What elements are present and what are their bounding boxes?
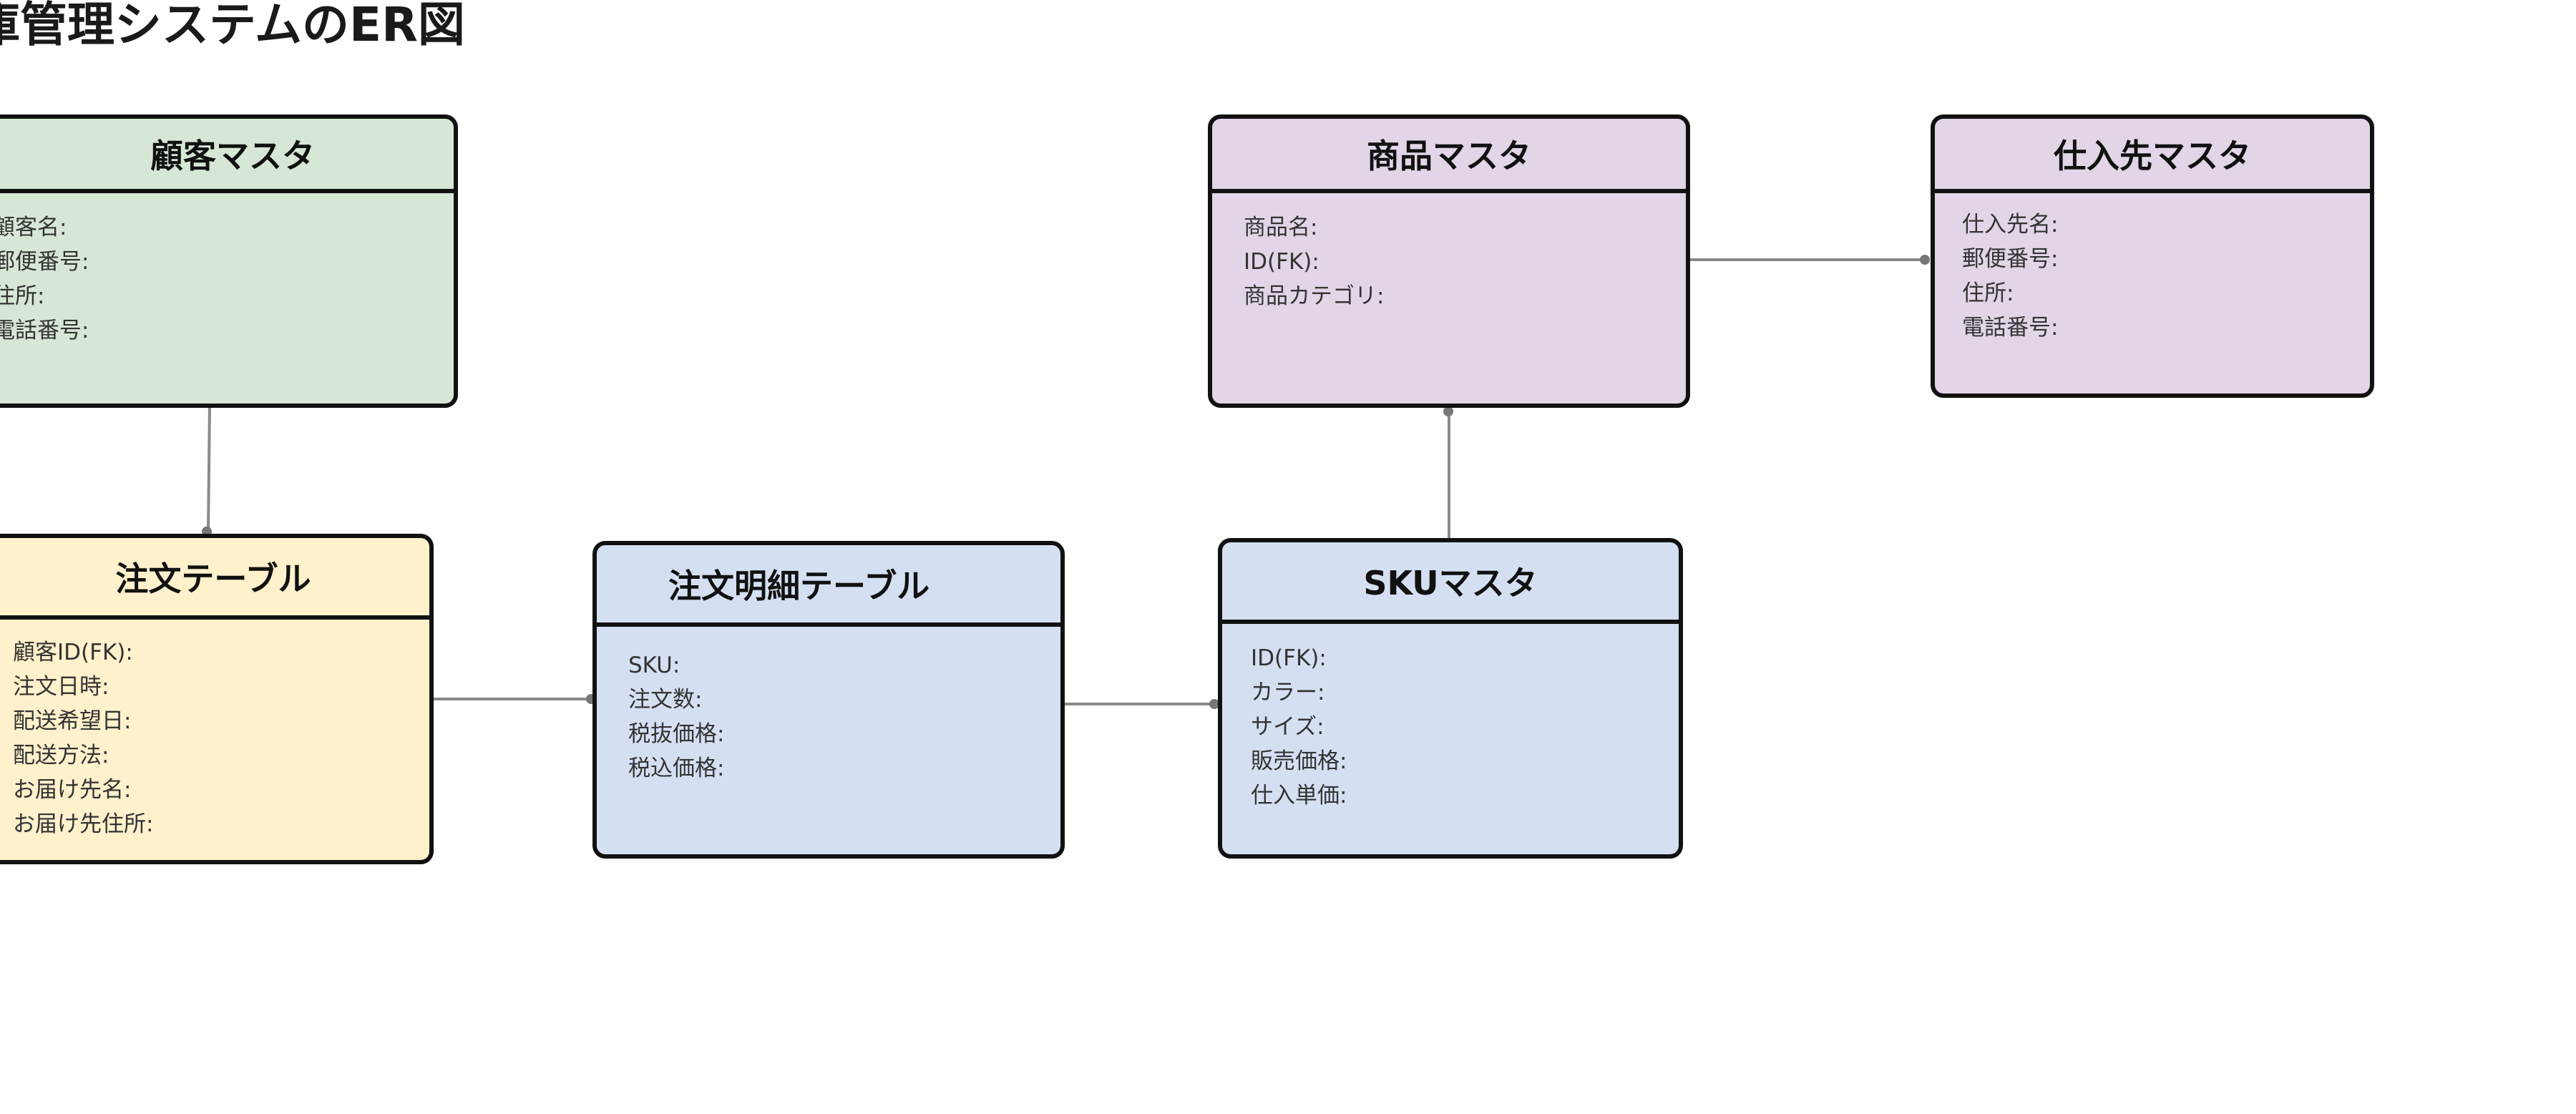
connector-endpoint [1443,406,1453,416]
entity-name: 商品マスタ [1367,137,1531,175]
entity-name: 注文明細テーブル [668,567,930,605]
entity-header: 顧客マスタ [0,119,454,193]
field-row: カラー: [1251,680,1325,705]
connector-endpoint [1209,699,1219,709]
field-list: 商品名: ID(FK): 商品カテゴリ: [1212,193,1686,313]
field-row: 仕入単価: [1251,783,1347,808]
field-row: 注文数: [628,687,703,713]
entity-header: 商品マスタ [1212,119,1686,193]
entity-order-detail-table[interactable]: 注文明細テーブル SKU: 注文数: 税抜価格: 税込価格: [592,541,1065,859]
diagram-title: 庫管理システムのER図 [0,0,465,52]
entity-name: SKUマスタ [1363,564,1538,602]
field-row: 税込価格: [628,756,725,781]
field-row: 配送希望日: [13,708,132,734]
field-list: 仕入先名: 郵便番号: 住所: 電話番号: [1935,193,2370,345]
field-row: 注文日時: [13,674,109,700]
field-row: お届け先住所: [13,811,154,837]
entity-product-master[interactable]: 商品マスタ 商品名: ID(FK): 商品カテゴリ: [1208,114,1690,408]
entity-header: 注文テーブル [0,538,429,620]
field-list: 顧客ID(FK): 注文日時: 配送希望日: 配送方法: お届け先名: お届け先… [0,620,429,841]
entity-header: 仕入先マスタ [1935,119,2370,193]
field-list: 顧客名: 郵便番号: 住所: 電話番号: [0,193,454,348]
field-row: 販売価格: [1251,748,1347,774]
field-row: 配送方法: [13,743,109,768]
field-row: 住所: [1962,280,2014,306]
field-row: お届け先名: [13,777,132,803]
entity-name: 顧客マスタ [150,137,315,175]
field-row: ID(FK): [1244,249,1319,275]
field-row: 顧客名: [0,215,67,240]
connector-endpoint [1920,255,1930,265]
field-list: SKU: 注文数: 税抜価格: 税込価格: [597,627,1060,786]
entity-name: 仕入先マスタ [2054,137,2251,175]
field-row: 電話番号: [0,318,89,343]
field-row: 郵便番号: [1962,246,2059,272]
field-list: ID(FK): カラー: サイズ: 販売価格: 仕入単価: [1222,624,1679,813]
entity-header: SKUマスタ [1222,542,1679,624]
field-row: 商品名: [1244,215,1318,240]
entity-header: 注文明細テーブル [597,545,1060,627]
field-row: サイズ: [1251,714,1324,740]
relationship-customer-order [207,404,211,532]
field-row: ID(FK): [1251,645,1327,671]
entity-customer-master[interactable]: 顧客マスタ 顧客名: 郵便番号: 住所: 電話番号: [0,114,458,408]
field-row: 仕入先名: [1962,212,2059,238]
field-row: SKU: [628,653,680,678]
entity-sku-master[interactable]: SKUマスタ ID(FK): カラー: サイズ: 販売価格: 仕入単価: [1218,538,1683,859]
field-row: 住所: [0,283,45,309]
field-row: 商品カテゴリ: [1244,283,1385,309]
field-row: 電話番号: [1962,315,2059,341]
entity-name: 注文テーブル [115,560,311,598]
field-row: 顧客ID(FK): [13,640,133,665]
field-row: 郵便番号: [0,249,89,275]
entity-order-table[interactable]: 注文テーブル 顧客ID(FK): 注文日時: 配送希望日: 配送方法: お届け先… [0,534,434,864]
field-row: 税抜価格: [628,721,725,747]
entity-supplier-master[interactable]: 仕入先マスタ 仕入先名: 郵便番号: 住所: 電話番号: [1931,114,2374,398]
